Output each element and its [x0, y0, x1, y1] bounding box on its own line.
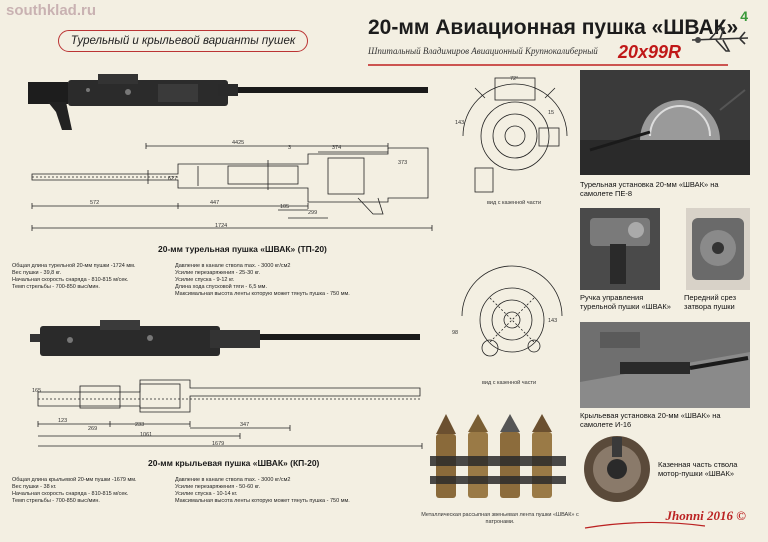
- photo-front-cut: [686, 208, 750, 290]
- turret-specs-left: Общая длина турельной 20-мм пушки -1724 …: [12, 263, 136, 290]
- dim-447: 447: [210, 200, 220, 206]
- dim-123: 123: [58, 418, 68, 424]
- dim-105: 105: [280, 204, 290, 210]
- dim-1724: 1724: [215, 223, 228, 229]
- acronym-line: Шпитальный Владимиров Авиационный Крупно…: [368, 46, 598, 56]
- watermark: southklad.ru: [6, 2, 97, 19]
- dim-3: 3: [288, 145, 292, 151]
- turret-gun-caption: 20-мм турельная пушка «ШВАК» (ТП-20): [158, 244, 327, 254]
- caption-breech-motor: Казенная часть ствола мотор-пушки «ШВАК»: [658, 460, 738, 478]
- title-underline: [368, 64, 728, 66]
- dim-165: 165: [32, 388, 42, 394]
- photo-turret-pe8: [580, 70, 750, 175]
- dim-4425: 4425: [232, 140, 245, 146]
- page-number: 4: [740, 8, 748, 24]
- photo-wing-i16: [580, 322, 750, 408]
- section-subtitle: Турельный и крыльевой варианты пушек: [58, 30, 308, 52]
- wing-gun-caption: 20-мм крыльевая пушка «ШВАК» (КП-20): [148, 458, 320, 468]
- dim-98: 98: [452, 330, 459, 336]
- dim-1679: 1679: [212, 441, 225, 447]
- caliber-label: 20x99R: [618, 42, 682, 62]
- breech-view-top: [462, 77, 568, 193]
- turret-specs-right: Давление в канале ствола max. - 3000 кг/…: [175, 263, 350, 297]
- dim-347: 347: [240, 422, 250, 428]
- dim-72deg: 72°: [510, 76, 519, 82]
- breech-label-top: вид с казенной части: [487, 200, 542, 206]
- signature: Jhonni 2016 ©: [665, 508, 746, 523]
- turret-gun-drawing: [31, 143, 433, 231]
- ammo-belt-caption: Металлическая рассыпная звеньевая лента …: [421, 512, 579, 525]
- caption-handle: Ручка управления турельной пушки «ШВАК»: [580, 293, 671, 311]
- signature-swash: [584, 521, 706, 529]
- dim-1061: 1061: [140, 432, 153, 438]
- page-title: 20-мм Авиационная пушка «ШВАК»: [368, 16, 739, 39]
- photo-breech-motor: [584, 436, 650, 502]
- dim-143-top: 143: [455, 120, 465, 126]
- breech-view-bottom: [461, 265, 563, 357]
- caption-wing-i16: Крыльевая установка 20-мм «ШВАК» на само…: [580, 411, 721, 429]
- dim-233: 233: [135, 422, 145, 428]
- dim-269: 269: [88, 426, 98, 432]
- dim-143-bottom: 143: [548, 318, 558, 324]
- ammo-belt-photo: [430, 414, 566, 498]
- dim-627: 627: [168, 176, 178, 182]
- caption-turret-pe8: Турельная установка 20-мм «ШВАК» на само…: [580, 180, 719, 198]
- turret-gun-photo: [28, 74, 428, 130]
- dim-299: 299: [308, 210, 318, 216]
- dim-373: 373: [398, 160, 408, 166]
- photo-handle: [580, 208, 660, 290]
- breech-label-bottom: вид с казенной части: [482, 380, 537, 386]
- wing-gun-drawing: [37, 379, 423, 449]
- dim-572: 572: [90, 200, 100, 206]
- wing-specs-left: Общая длина крыльевой 20-мм пушки -1679 …: [12, 477, 137, 504]
- dim-15: 15: [548, 110, 555, 116]
- airplane-icon: [691, 27, 749, 52]
- wing-specs-right: Давление в канале ствола max. - 3000 кг/…: [175, 477, 350, 504]
- wing-gun-photo: [30, 320, 420, 356]
- caption-front-cut: Передний срез затвора пушки: [684, 293, 737, 311]
- dim-374: 374: [332, 145, 342, 151]
